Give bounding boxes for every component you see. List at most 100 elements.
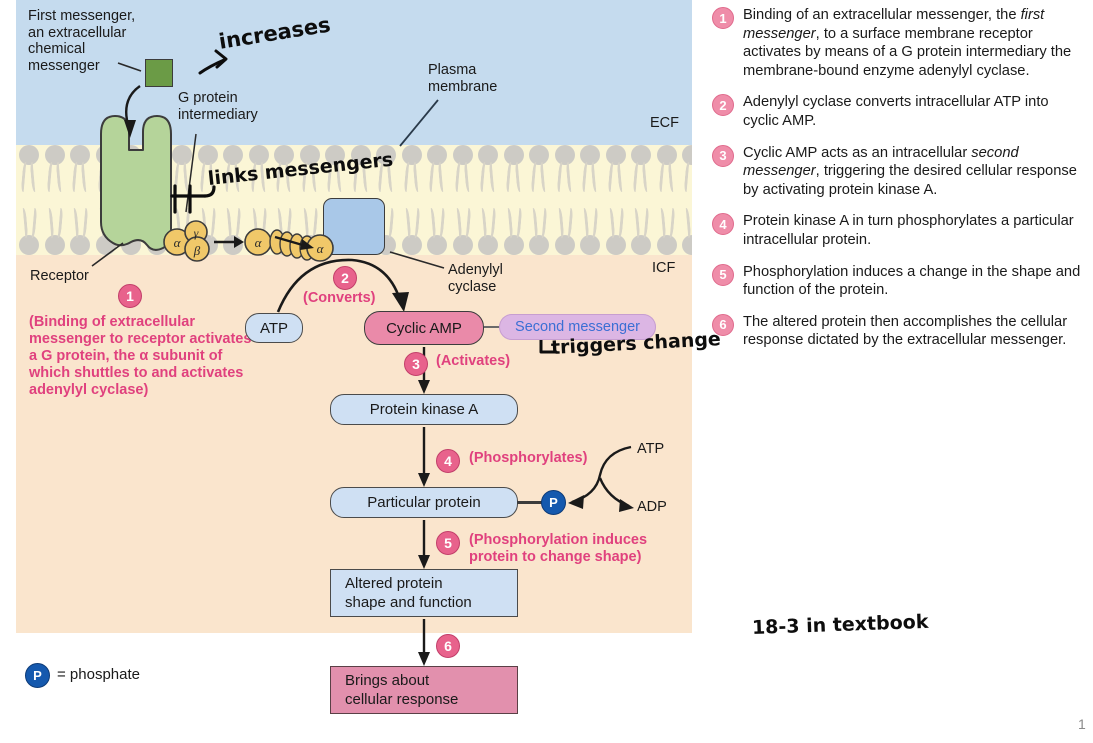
phospholipid-icon bbox=[399, 145, 425, 192]
legend-item: 1 Binding of an extracellular messenger, … bbox=[712, 6, 1084, 80]
step-circle-5: 5 bbox=[436, 531, 460, 555]
legend-item: 2 Adenylyl cyclase converts intracellular… bbox=[712, 93, 1084, 130]
handwriting-textbook-reference: 18-3 in textbook bbox=[751, 610, 929, 639]
legend-item: 5 Phosphorylation induces a change in the… bbox=[712, 263, 1084, 300]
svg-text:β: β bbox=[193, 243, 201, 258]
phospholipid-icon bbox=[424, 145, 450, 192]
phospholipid-icon bbox=[16, 208, 42, 255]
step-circle-1: 1 bbox=[118, 284, 142, 308]
phospholipid-icon bbox=[271, 145, 297, 192]
phospholipid-icon bbox=[16, 145, 42, 192]
legend-step-number-5: 5 bbox=[712, 263, 734, 286]
step-circle-6: 6 bbox=[436, 634, 460, 658]
step-1-annotation: (Binding of extracellular messenger to r… bbox=[29, 314, 252, 398]
legend-item: 4 Protein kinase A in turn phosphorylates… bbox=[712, 212, 1084, 249]
phospholipid-icon bbox=[552, 145, 578, 192]
phospholipid-icon bbox=[679, 145, 692, 192]
phosphate-connector bbox=[517, 501, 543, 504]
legend-step-text-3: Cyclic AMP acts as an intracellular seco… bbox=[743, 144, 1077, 198]
legend-step-number-1: 1 bbox=[712, 7, 734, 29]
phospholipid-icon bbox=[526, 145, 552, 192]
second-messenger-pill: Second messenger bbox=[499, 314, 656, 340]
phospholipid-icon bbox=[526, 208, 552, 255]
altered-protein-line-2: shape and function bbox=[345, 594, 472, 611]
step-circle-4: 4 bbox=[436, 449, 460, 473]
phospholipid-icon bbox=[654, 145, 680, 192]
phospholipid-icon bbox=[501, 208, 527, 255]
phospholipid-icon bbox=[628, 208, 654, 255]
first-messenger-label: First messenger, an extracellular chemic… bbox=[28, 8, 136, 74]
step-2-annotation: (Converts) bbox=[303, 290, 376, 306]
atp-box: ATP bbox=[245, 313, 303, 343]
phospholipid-icon bbox=[654, 208, 680, 255]
phospholipid-icon bbox=[195, 145, 221, 192]
icf-label: ICF bbox=[652, 260, 676, 276]
phospholipid-icon bbox=[603, 208, 629, 255]
legend-step-number-6: 6 bbox=[712, 313, 734, 336]
phospholipid-icon bbox=[577, 208, 603, 255]
second-messenger-connector bbox=[484, 326, 506, 328]
phospholipid-icon bbox=[42, 145, 68, 192]
phospholipid-icon bbox=[322, 145, 348, 192]
phosphate-key-icon: P bbox=[25, 663, 50, 688]
altered-protein-line-1: Altered protein bbox=[345, 575, 443, 592]
phospholipid-icon bbox=[450, 145, 476, 192]
cyclic-amp-box: Cyclic AMP bbox=[364, 311, 484, 345]
atp-right-label: ATP bbox=[637, 441, 665, 457]
phospholipid-icon bbox=[424, 208, 450, 255]
step-circle-3: 3 bbox=[404, 352, 428, 376]
phospholipid-icon bbox=[42, 208, 68, 255]
step-circle-2: 2 bbox=[333, 266, 357, 290]
legend-step-number-3: 3 bbox=[712, 144, 734, 167]
legend-item: 6 The altered protein then accomplishes t… bbox=[712, 313, 1084, 350]
first-messenger-ligand-icon bbox=[145, 59, 173, 87]
phospholipid-icon bbox=[501, 145, 527, 192]
protein-kinase-a-box: Protein kinase A bbox=[330, 394, 518, 425]
phospholipid-icon bbox=[475, 208, 501, 255]
phospholipid-icon bbox=[475, 145, 501, 192]
svg-text:α: α bbox=[174, 235, 182, 250]
legend-step-text-6: The altered protein then accomplishes th… bbox=[743, 313, 1068, 349]
phospholipid-icon bbox=[246, 145, 272, 192]
steps-legend-list: 1 Binding of an extracellular messenger, … bbox=[712, 6, 1084, 363]
phospholipid-icon bbox=[373, 145, 399, 192]
phospholipid-icon bbox=[603, 145, 629, 192]
legend-item: 3 Cyclic AMP acts as an intracellular sec… bbox=[712, 144, 1084, 200]
step-3-annotation: (Activates) bbox=[436, 353, 511, 369]
legend-step-text-2: Adenylyl cyclase converts intracellular … bbox=[743, 94, 1049, 129]
g-protein-complex: α γ β α α bbox=[163, 220, 334, 262]
legend-step-number-2: 2 bbox=[712, 94, 734, 117]
adenylyl-cyclase-label: Adenylyl cyclase bbox=[448, 262, 503, 295]
receptor-label: Receptor bbox=[30, 268, 89, 284]
page-number: 1 bbox=[1078, 716, 1086, 732]
step-5-annotation: (Phosphorylation induces protein to chan… bbox=[469, 532, 648, 565]
cellular-response-box: Brings about cellular response bbox=[330, 666, 518, 714]
phospholipid-icon bbox=[450, 208, 476, 255]
phospholipid-icon bbox=[679, 208, 692, 255]
phospholipid-icon bbox=[67, 208, 93, 255]
phospholipid-icon bbox=[399, 208, 425, 255]
svg-text:γ: γ bbox=[194, 226, 199, 240]
phosphate-key-label: = phosphate bbox=[57, 666, 140, 683]
cellular-response-line-1: Brings about bbox=[345, 672, 430, 689]
phospholipid-icon bbox=[628, 145, 654, 192]
legend-step-text-5: Phosphorylation induces a change in the … bbox=[743, 263, 1081, 299]
adp-right-label: ADP bbox=[637, 499, 667, 515]
plasma-membrane-label: Plasma membrane bbox=[428, 62, 498, 95]
legend-step-text-1: Binding of an extracellular messenger, t… bbox=[743, 7, 1072, 79]
phospholipid-icon bbox=[577, 145, 603, 192]
phospholipid-icon bbox=[67, 145, 93, 192]
phosphate-icon: P bbox=[541, 490, 566, 515]
particular-protein-box: Particular protein bbox=[330, 487, 518, 518]
legend-step-number-4: 4 bbox=[712, 213, 734, 236]
phospholipid-icon bbox=[297, 145, 323, 192]
legend-step-text-4: Protein kinase A in turn phosphorylates … bbox=[743, 213, 1074, 248]
phospholipid-icon bbox=[552, 208, 578, 255]
phospholipid-icon bbox=[348, 145, 374, 192]
altered-protein-box: Altered protein shape and function bbox=[330, 569, 518, 617]
svg-text:α: α bbox=[255, 235, 263, 250]
svg-text:α: α bbox=[317, 241, 325, 256]
phospholipid-icon bbox=[220, 145, 246, 192]
g-protein-intermediary-label: G protein intermediary bbox=[178, 90, 258, 123]
step-4-annotation: (Phosphorylates) bbox=[469, 450, 588, 466]
